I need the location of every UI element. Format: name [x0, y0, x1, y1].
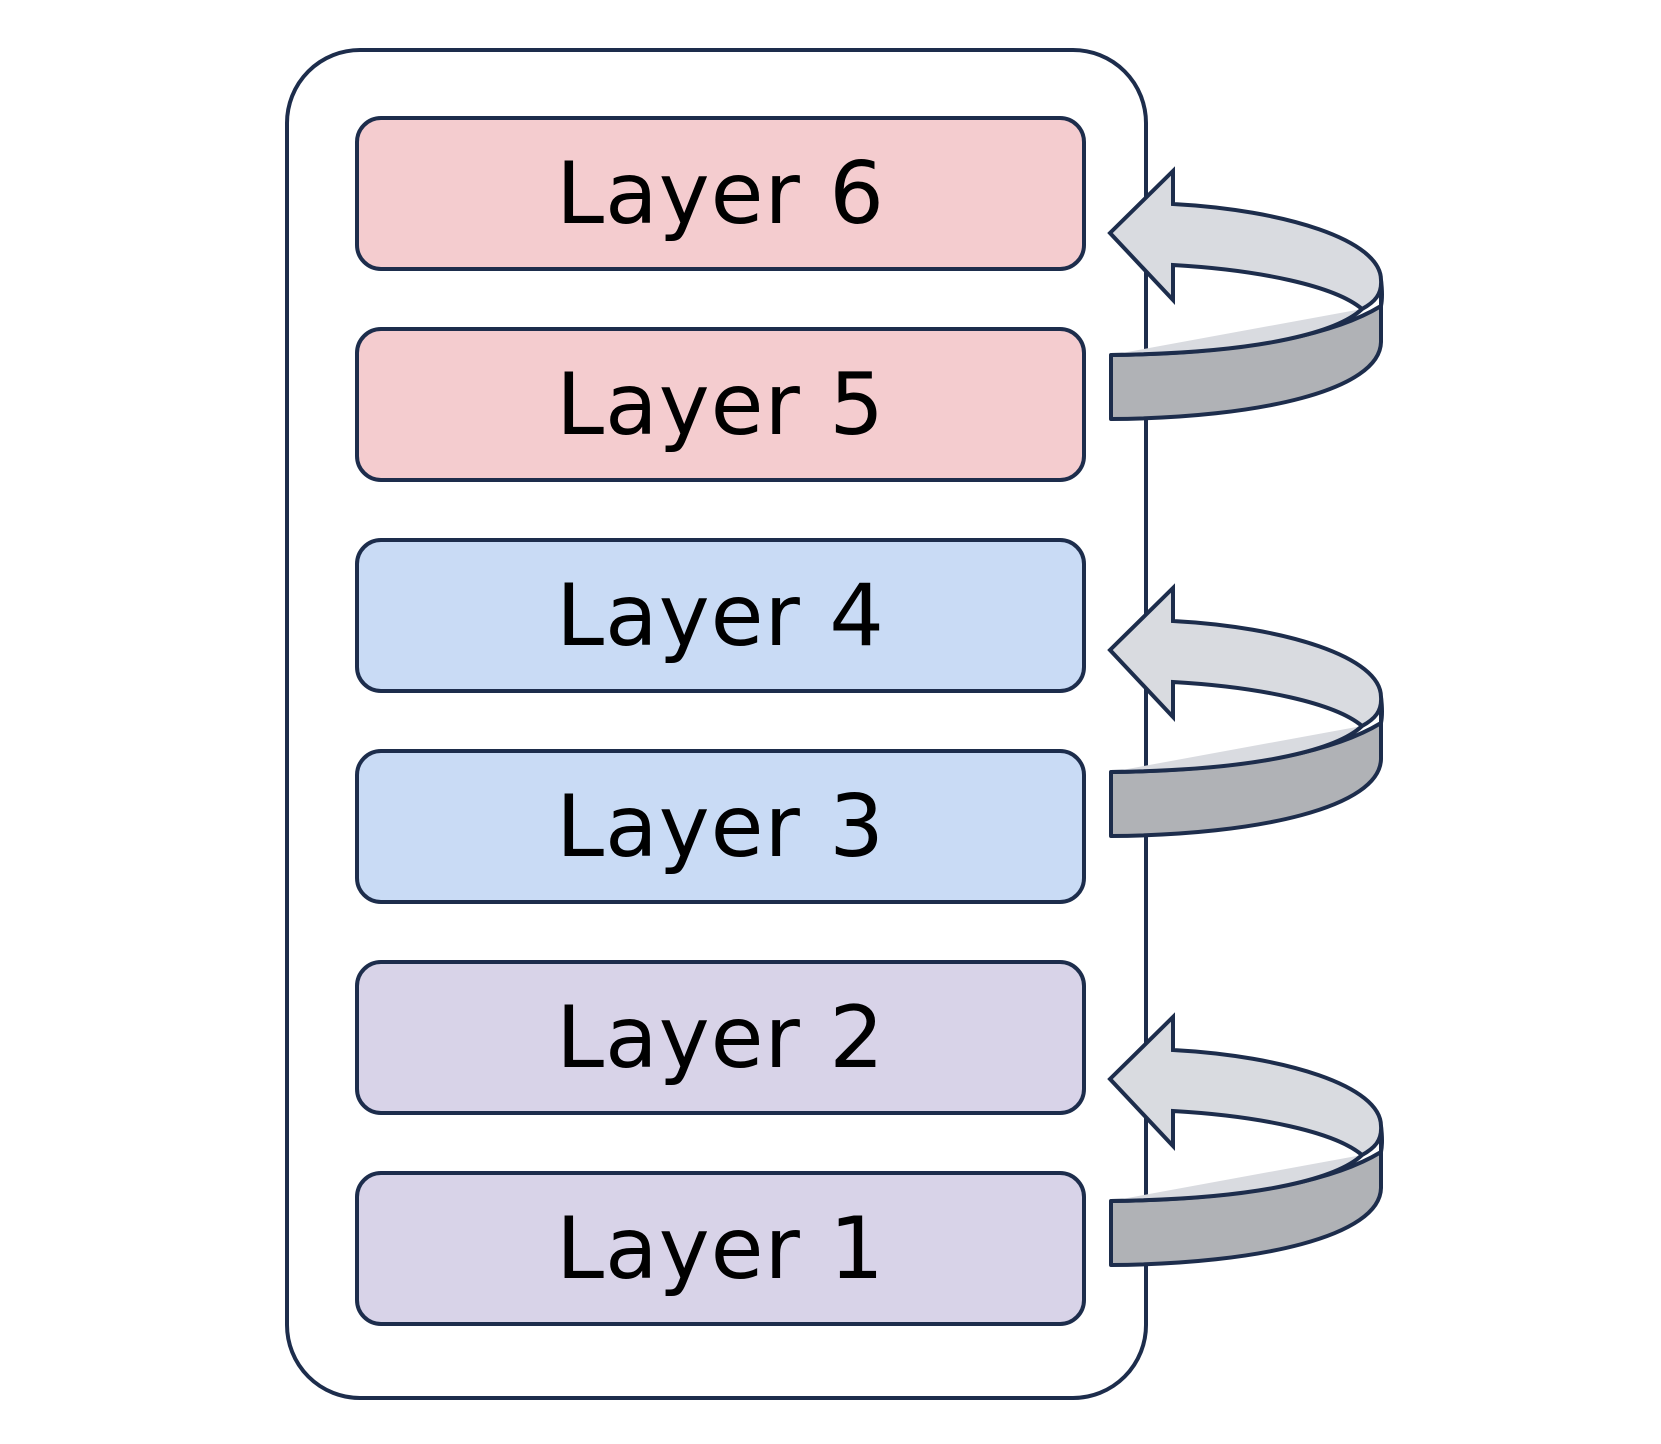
curved-arrow-body-top [1107, 583, 1384, 774]
layer-4-box: Layer 4 [355, 538, 1086, 693]
layer-6-label: Layer 6 [556, 143, 885, 244]
layer-5-label: Layer 5 [556, 354, 885, 455]
layer-6-box: Layer 6 [355, 116, 1086, 271]
curved-arrow-layer1-to-layer2 [1107, 1012, 1384, 1267]
layer-3-box: Layer 3 [355, 749, 1086, 904]
curved-arrow-layer5-to-layer6 [1107, 166, 1384, 421]
layer-3-label: Layer 3 [556, 776, 885, 877]
layer-1-box: Layer 1 [355, 1171, 1086, 1326]
curved-arrow-body-top [1107, 1012, 1384, 1203]
curved-arrow-layer3-to-layer4 [1107, 583, 1384, 838]
layer-1-label: Layer 1 [556, 1198, 885, 1299]
layer-5-box: Layer 5 [355, 327, 1086, 482]
layer-2-label: Layer 2 [556, 987, 885, 1088]
layer-2-box: Layer 2 [355, 960, 1086, 1115]
layer-4-label: Layer 4 [556, 565, 885, 666]
curved-arrow-body-top [1107, 166, 1384, 357]
